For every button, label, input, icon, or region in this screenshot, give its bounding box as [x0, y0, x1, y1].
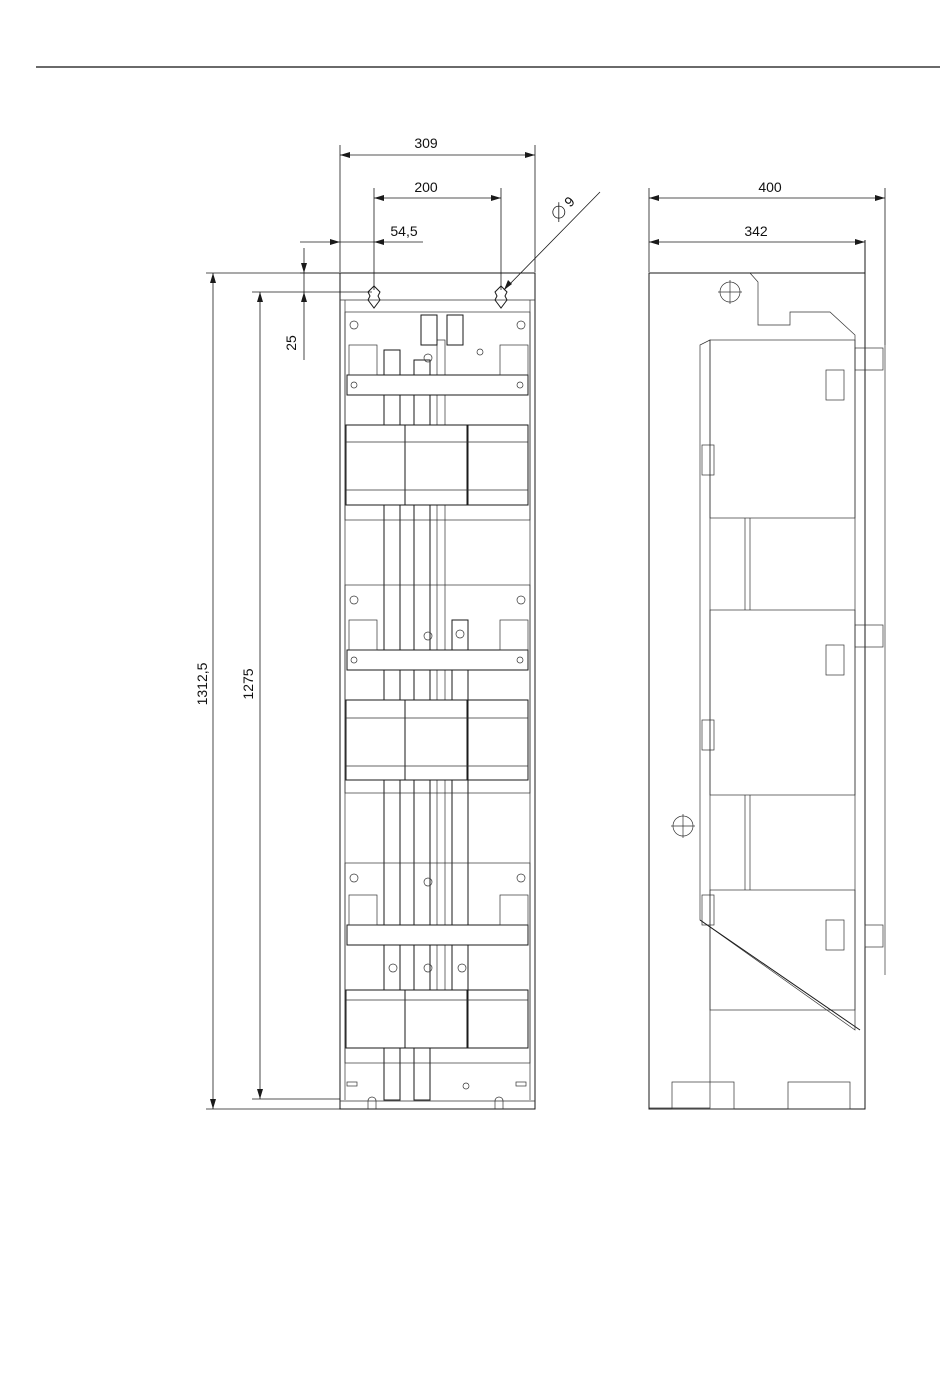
- dim-depth-total: 400: [758, 179, 782, 195]
- dim-hole-diameter: 9: [548, 193, 578, 223]
- side-outer-frame: [649, 273, 865, 1109]
- side-view: [649, 240, 885, 1109]
- module-2: [345, 585, 530, 793]
- dim-hole-top-offset: 25: [283, 335, 299, 351]
- bottom-slot-left: [368, 1097, 376, 1109]
- dim-overall-width: 309: [414, 135, 438, 151]
- front-view: [340, 273, 535, 1109]
- front-outer-panel: [340, 273, 535, 1109]
- side-module-1: [710, 340, 855, 518]
- dim-hole-to-bottom: 1275: [240, 668, 256, 699]
- dimension-lines: [206, 145, 885, 1109]
- side-module-2: [710, 610, 855, 795]
- svg-text:9: 9: [561, 193, 578, 210]
- dim-hole-offset: 54,5: [390, 223, 417, 239]
- side-foot-left: [672, 1082, 734, 1109]
- bottom-slot-right: [495, 1097, 503, 1109]
- dim-depth-body: 342: [744, 223, 768, 239]
- dim-total-height: 1312,5: [194, 662, 210, 705]
- side-foot-right: [788, 1082, 850, 1109]
- module-3: [345, 863, 530, 1063]
- dim-hole-spacing: 200: [414, 179, 438, 195]
